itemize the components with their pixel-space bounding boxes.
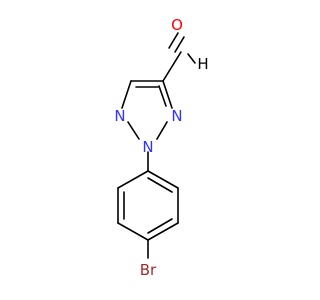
oxygen-atom-label: O bbox=[171, 16, 183, 34]
bond-c-c4 bbox=[162, 51, 182, 82]
bond-co-2 bbox=[174, 36, 185, 53]
nitrogen-atom-label-n1: N bbox=[114, 107, 125, 125]
bond-c5-n1 bbox=[121, 80, 132, 109]
bond-ph-6 bbox=[147, 170, 179, 189]
nitrogen-atom-label-n3: N bbox=[171, 107, 182, 125]
bond-n3-c4-inner bbox=[158, 85, 167, 107]
hydrogen-atom-label: H bbox=[197, 55, 208, 73]
bond-ch bbox=[187, 53, 196, 64]
bond-n1-n2 bbox=[127, 121, 140, 140]
bond-ph-3 bbox=[117, 222, 149, 241]
bond-co-1 bbox=[168, 32, 179, 49]
bond-n2-n3 bbox=[156, 121, 168, 140]
bond-n3-c4 bbox=[162, 80, 173, 109]
bond-ph-6-inner bbox=[147, 177, 173, 193]
molecule-structure: O H N N N Br bbox=[114, 16, 208, 279]
bromine-atom-label: Br bbox=[140, 261, 157, 279]
bond-ph-4 bbox=[147, 222, 179, 241]
bond-ph-4-inner bbox=[147, 218, 173, 234]
bonds bbox=[117, 32, 196, 259]
bond-ph-1 bbox=[117, 170, 149, 189]
nitrogen-atom-label-n2: N bbox=[142, 138, 153, 156]
